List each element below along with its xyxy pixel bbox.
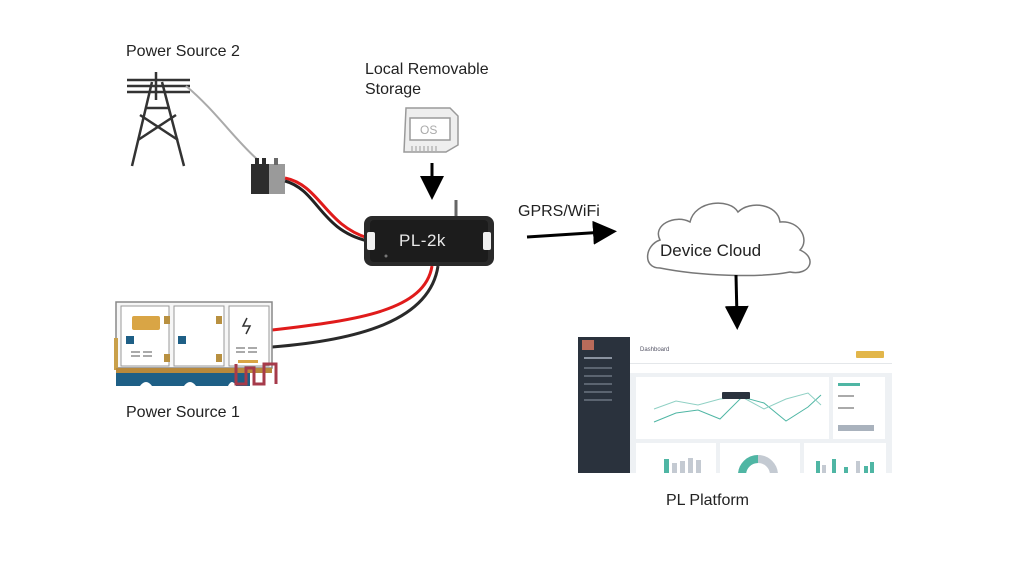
dashboard-donut-chart (720, 443, 800, 473)
storage-label-line2: Storage (365, 81, 422, 98)
power-line (185, 85, 259, 161)
wire-black-bottom (271, 265, 440, 349)
platform-dashboard-screenshot: Dashboard (578, 337, 892, 473)
dashboard-sidebar (578, 337, 630, 473)
sd-card-text: OS (420, 123, 437, 137)
dashboard-stats-panel (833, 377, 885, 439)
iot-device-icon (364, 200, 494, 266)
arrow-cloud-to-platform (724, 274, 749, 330)
dashboard-action-button (856, 351, 884, 358)
cloud-icon (646, 202, 811, 277)
power-source-1-label: Power Source 1 (126, 404, 240, 421)
wire-red-top (284, 176, 369, 240)
generator-icon (114, 301, 278, 386)
dashboard-logo (582, 340, 594, 350)
wire-black-top (284, 179, 369, 243)
cloud-label: Device Cloud (660, 241, 762, 260)
dashboard-line-chart (636, 377, 829, 439)
device-label: PL-2k (399, 231, 446, 250)
connector-icon (251, 158, 285, 194)
dashboard-tabs (630, 364, 892, 373)
dashboard-title: Dashboard (640, 347, 670, 353)
power-source-2-label: Power Source 2 (126, 43, 240, 60)
arrow-device-to-cloud (526, 220, 617, 245)
storage-label-line1: Local Removable (365, 61, 489, 78)
wire-red-bottom (271, 265, 434, 332)
link-label: GPRS/WiFi (518, 203, 600, 220)
dashboard-line-chart-svg (653, 392, 822, 423)
platform-label: PL Platform (666, 492, 749, 509)
power-tower-icon (127, 72, 190, 167)
dashboard-bar-chart-1 (636, 443, 716, 473)
dashboard-bar-chart-2 (804, 443, 886, 473)
dashboard-header (630, 337, 892, 364)
sd-card-icon: OS (403, 107, 459, 153)
